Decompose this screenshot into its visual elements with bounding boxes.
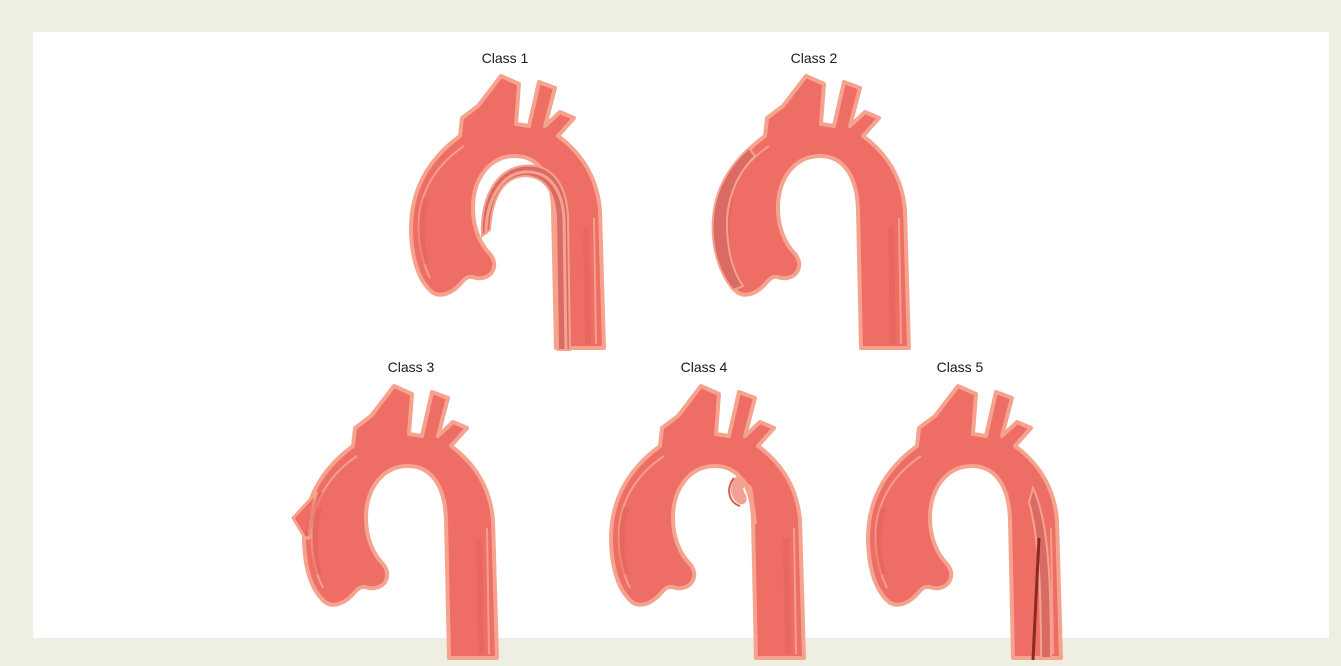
class-1-aorta-diagram (398, 58, 613, 356)
figure-panel: Class 1 Class 2 Class 3 Class 4 Class 5 (33, 32, 1329, 638)
class-3-aorta-diagram (291, 368, 506, 666)
class-5-aorta-diagram (855, 368, 1070, 666)
class-2-aorta-diagram (703, 58, 918, 356)
class-4-aorta-diagram (598, 368, 813, 666)
